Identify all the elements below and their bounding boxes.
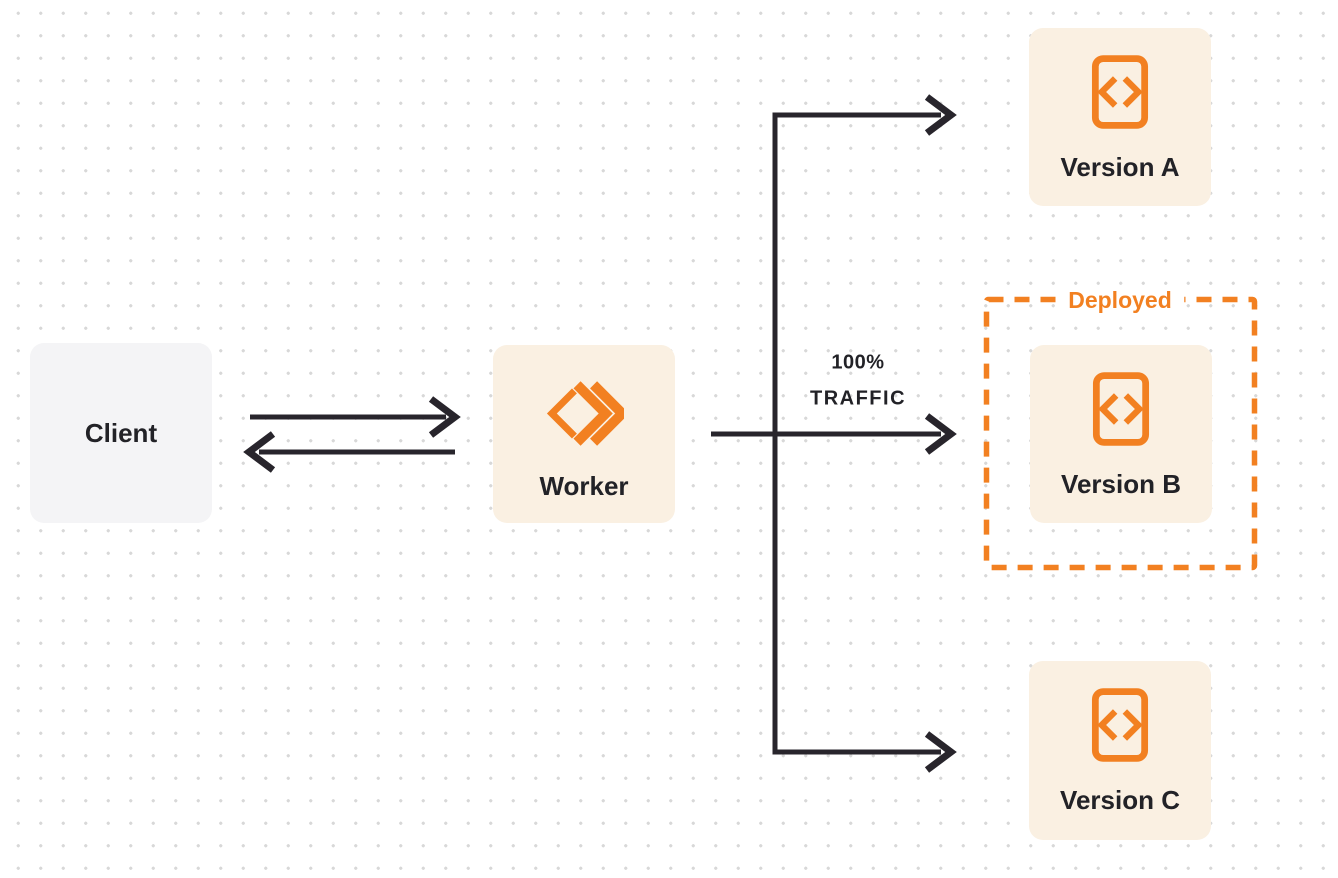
node-worker: Worker	[493, 345, 675, 523]
arrow-right-icon	[924, 94, 957, 136]
arrow-right-icon	[428, 396, 461, 438]
node-version-a: Version A	[1029, 28, 1211, 206]
arrow-right-icon	[924, 731, 957, 773]
code-file-icon	[1092, 372, 1150, 446]
worker-label: Worker	[539, 471, 629, 501]
arrow-right-icon	[924, 413, 957, 455]
client-label: Client	[84, 418, 158, 448]
version-b-label: Version B	[1061, 469, 1181, 499]
branch-trunk-line	[772, 112, 941, 755]
arrow-left-icon	[243, 431, 276, 473]
node-client: Client	[30, 343, 212, 523]
workers-logo-icon	[546, 381, 624, 446]
code-file-icon	[1091, 688, 1149, 762]
version-a-label: Version A	[1060, 152, 1180, 182]
deployed-label: Deployed	[1056, 287, 1184, 315]
node-version-c: Version C	[1029, 661, 1211, 840]
traffic-label: 100% TRAFFIC	[810, 352, 906, 411]
version-c-label: Version C	[1060, 785, 1180, 815]
code-file-icon	[1091, 55, 1149, 129]
node-version-b: Version B	[1030, 345, 1212, 523]
traffic-word: TRAFFIC	[809, 387, 907, 410]
traffic-percent: 100%	[831, 351, 885, 374]
